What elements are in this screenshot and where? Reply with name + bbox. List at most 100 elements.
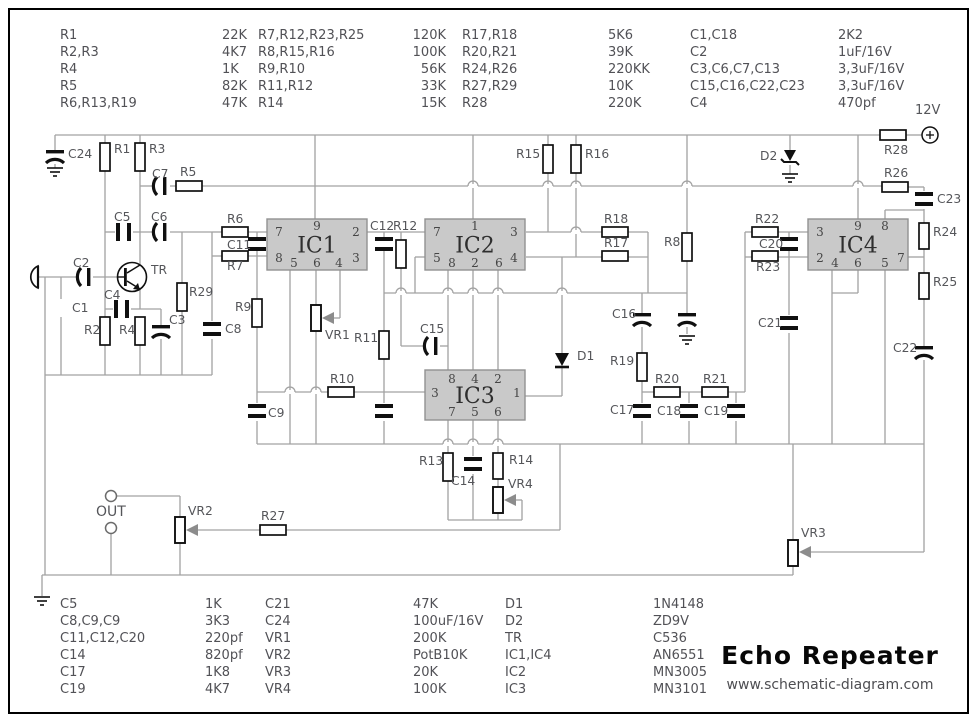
ic-label: IC1	[297, 234, 337, 259]
ic-pin-number: 6	[495, 256, 503, 270]
resistor-icon	[221, 250, 249, 262]
polar-capacitor-icon	[163, 177, 167, 195]
diagram-title: Echo Repeater	[721, 641, 939, 670]
part-value: 3,3uF/16V	[838, 62, 905, 77]
wire-hop	[492, 438, 504, 445]
part-ref: R1	[60, 28, 78, 43]
part-ref: R6,R13,R19	[60, 96, 137, 111]
ic-pin-number: 2	[352, 225, 360, 239]
capacitor-icon	[375, 414, 393, 418]
part-value: 5K6	[608, 28, 634, 43]
ic-pin-number: 2	[816, 251, 824, 265]
part-ref: R20,R21	[462, 45, 518, 60]
ic-pin-number: 9	[854, 219, 862, 233]
part-ref: VR4	[265, 682, 292, 697]
transistor-icon	[133, 283, 140, 290]
part-value: 3K3	[205, 614, 231, 629]
part-value: 220pf	[205, 631, 243, 646]
ic-pin-number: 4	[510, 251, 518, 265]
resistor-icon	[636, 352, 648, 382]
component-label: C19	[704, 404, 728, 418]
part-value: 220K	[608, 96, 642, 111]
part-value: 1K	[205, 597, 222, 612]
part-value: 4K7	[205, 682, 231, 697]
capacitor-icon	[633, 404, 651, 408]
part-value: 2K2	[838, 28, 864, 43]
part-value: 470pf	[838, 96, 876, 111]
polar-capacitor-icon	[151, 221, 159, 243]
part-value: 1K8	[205, 665, 231, 680]
part-value: 56K	[420, 62, 446, 77]
ic-pin-number: 8	[275, 251, 283, 265]
ic-pin-number: 1	[471, 219, 479, 233]
capacitor-icon	[203, 332, 221, 336]
component-label: R16	[585, 147, 609, 161]
part-value: ZD9V	[653, 614, 690, 629]
part-value: PotB10K	[413, 648, 468, 663]
wire-hop	[467, 180, 479, 187]
component-label: R17	[604, 236, 628, 250]
ic-pin-number: 9	[313, 219, 321, 233]
part-ref: R27,R29	[462, 79, 518, 94]
part-ref: R8,R15,R16	[258, 45, 335, 60]
ic-chip	[266, 218, 368, 271]
component-label: OUT	[96, 504, 126, 520]
capacitor-icon	[727, 414, 745, 418]
polar-capacitor-icon	[150, 332, 172, 340]
part-ref: R4	[60, 62, 78, 77]
capacitor-icon	[248, 404, 266, 408]
ic-pin-number: 8	[448, 256, 456, 270]
component-label: C9	[268, 406, 284, 420]
ic-pin-number: 3	[816, 225, 824, 239]
capacitor-icon	[116, 223, 120, 241]
capacitor-icon	[248, 247, 266, 251]
component-label: R29	[189, 285, 213, 299]
component-label: D1	[577, 349, 594, 363]
component-label: VR3	[801, 526, 826, 540]
part-ref: VR2	[265, 648, 292, 663]
ic-pin-number: 6	[313, 256, 321, 270]
component-label: C17	[610, 403, 634, 417]
part-ref: IC3	[505, 682, 527, 697]
ic-label: IC3	[455, 384, 495, 409]
capacitor-icon	[780, 237, 798, 241]
resistor-icon	[251, 298, 263, 328]
ic-pin-number: 7	[897, 251, 905, 265]
capacitor-icon	[127, 223, 131, 241]
component-label: R4	[119, 323, 136, 337]
capacitor-icon	[680, 414, 698, 418]
polar-capacitor-icon	[151, 175, 159, 197]
part-ref: C2	[690, 45, 708, 60]
capacitor-icon	[780, 316, 798, 320]
part-value: 47K	[413, 597, 439, 612]
component-label: C4	[104, 288, 121, 302]
output-terminal-icon	[104, 521, 118, 535]
wire-hop	[395, 287, 407, 294]
component-label: TR	[150, 263, 168, 277]
wire-hop	[310, 386, 322, 393]
resistor-icon	[378, 330, 390, 360]
wire-hop	[556, 287, 568, 294]
component-label: C21	[758, 316, 782, 330]
component-label: R7	[227, 259, 243, 273]
component-label: C11	[227, 238, 251, 252]
component-label: C6	[151, 210, 168, 224]
part-value: 10K	[608, 79, 634, 94]
capacitor-icon	[248, 414, 266, 418]
resistor-icon	[881, 181, 909, 193]
wire-hop	[492, 287, 504, 294]
resistor-icon	[327, 386, 355, 398]
ic-pin-number: 5	[433, 251, 441, 265]
resistor-icon	[918, 272, 930, 300]
capacitor-icon	[203, 322, 221, 326]
part-value: 220KK	[608, 62, 650, 77]
part-ref: R14	[258, 96, 284, 111]
component-label: C1	[72, 301, 88, 315]
capacitor-icon	[780, 326, 798, 330]
polar-capacitor-icon	[633, 313, 651, 317]
capacitor-icon	[464, 467, 482, 471]
part-value: 20K	[413, 665, 439, 680]
capacitor-icon	[464, 457, 482, 461]
